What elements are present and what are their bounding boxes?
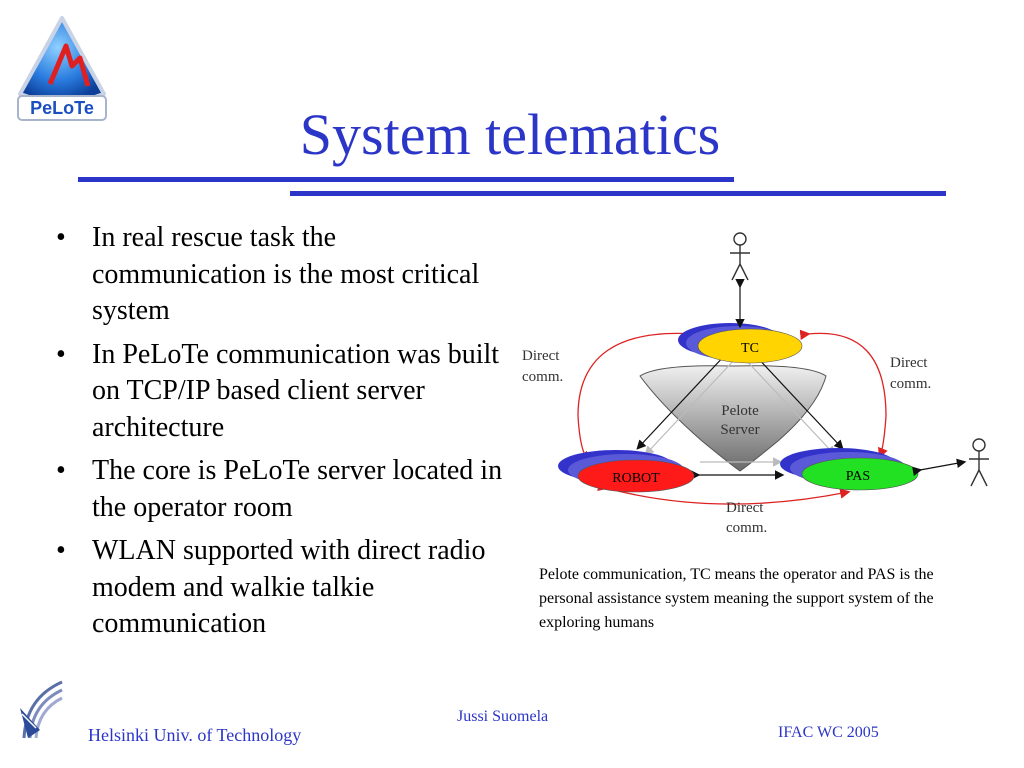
title-underline-bottom (290, 191, 946, 196)
server-label-line1: Pelote (721, 403, 759, 419)
hut-logo (16, 678, 66, 740)
server-label-line2: Server (720, 422, 759, 438)
bullet-text: WLAN supported with direct radio modem a… (92, 535, 486, 639)
direct-right-line1: Direct (890, 355, 928, 371)
pelote-logo: PeLoTe (14, 14, 110, 124)
logo-text: PeLoTe (30, 98, 94, 118)
bullet-item: • In real rescue task the communication i… (52, 220, 512, 330)
tc-node (697, 328, 803, 364)
human-figure-icon (969, 438, 989, 487)
direct-bottom-line1: Direct (726, 500, 764, 516)
communication-diagram: Pelote Server TC ROBOT PAS (518, 226, 998, 544)
footer-author: Jussi Suomela (457, 708, 549, 725)
bullet-text: In real rescue task the communication is… (92, 222, 480, 326)
direct-left-line1: Direct (522, 348, 560, 364)
diagram-caption: Pelote communication, TC means the opera… (539, 566, 934, 631)
bullet-dot-icon: • (56, 535, 66, 566)
operator-figure-icon (730, 232, 750, 281)
direct-right-line2: comm. (890, 376, 931, 392)
bullet-list: • In real rescue task the communication i… (52, 220, 512, 650)
slide-title: System telematics (299, 102, 721, 167)
pas-label: PAS (846, 469, 870, 484)
hut-logo-icon (20, 680, 63, 739)
robot-label: ROBOT (612, 471, 660, 486)
bullet-dot-icon: • (56, 455, 66, 486)
bullet-dot-icon: • (56, 338, 66, 370)
footer-institution: Helsinki Univ. of Technology (88, 725, 302, 745)
title-underline-top (78, 177, 734, 182)
bullet-item: • In PeLoTe communication was built on TC… (52, 337, 512, 447)
direct-comm-links (577, 329, 888, 505)
robot-node (577, 459, 695, 493)
bullet-text: In PeLoTe communication was built on TCP… (92, 338, 500, 443)
human-link (912, 458, 967, 477)
bullet-item: • WLAN supported with direct radio modem … (52, 533, 512, 643)
tc-label: TC (741, 341, 759, 356)
direct-left-line2: comm. (522, 369, 563, 385)
footer-event: IFAC WC 2005 (778, 724, 879, 741)
pelote-logo-icon: PeLoTe (17, 16, 107, 121)
bullet-item: • The core is PeLoTe server located in th… (52, 453, 512, 526)
bullet-dot-icon: • (56, 222, 66, 253)
bullet-text: The core is PeLoTe server located in the… (92, 455, 503, 523)
direct-bottom-line2: comm. (726, 520, 767, 536)
